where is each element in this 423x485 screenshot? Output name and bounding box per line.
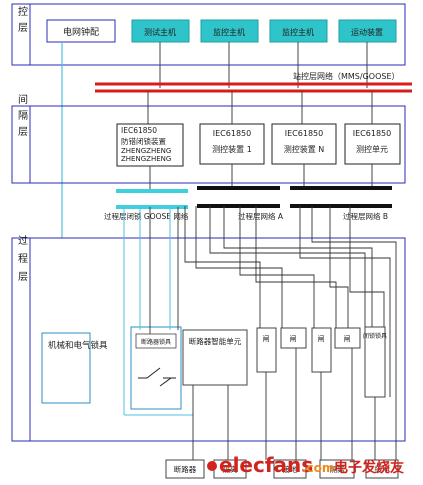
switch-unit-1	[256, 327, 277, 373]
field-devices: 断路器 隔离 接地 隔离 接地	[165, 459, 399, 479]
process-bus-b: 过程层网络 B	[290, 186, 392, 221]
station-device-3-label: 监控主机	[282, 27, 314, 37]
breaker-smart-unit-label: 断路器智能单元	[189, 336, 242, 346]
switch-unit-4-label: 闸	[344, 335, 351, 343]
mcn-line2: 测控装置 N	[284, 144, 325, 154]
lock-unit-label: 断路器锁具	[141, 338, 171, 346]
process-bus-a: 过程层网络 A	[197, 186, 284, 221]
interlock-line1: IEC61850	[121, 126, 157, 135]
field-wiring	[192, 348, 376, 460]
switch-unit-4	[334, 327, 361, 349]
mu-line1: IEC61850	[353, 129, 391, 138]
goose-wiring	[123, 207, 193, 416]
switch-unit-3	[311, 327, 332, 373]
field-device-4	[319, 459, 355, 479]
interlock-device	[116, 123, 184, 167]
station-downlinks	[159, 42, 368, 88]
watermark-cn: 电子发烧友	[334, 459, 404, 476]
station-layer-frame	[11, 3, 406, 66]
process-layer: 过程层 机械和电气锁具 断路器锁具 断路器智能单元 闸 闸 闸 闸 闭锁锁具	[11, 234, 406, 442]
interlock-small-label: 闭锁锁具	[363, 332, 387, 340]
mu-line2: 测控单元	[356, 144, 388, 154]
field-device-3	[273, 459, 307, 479]
clock-label: 电网钟配	[63, 26, 99, 38]
mc1-line1: IEC61850	[213, 129, 251, 138]
station-bus-label: 站控层网络（MMS/GOOSE）	[293, 71, 400, 81]
process-layer-frame	[11, 237, 406, 442]
field-breaker-label: 断路器	[174, 464, 197, 474]
switch-symbol	[138, 367, 176, 387]
bay-layer-frame	[11, 105, 406, 184]
breaker-smart-unit	[182, 329, 248, 386]
process-bus-b-label: 过程层网络 B	[343, 211, 388, 221]
interlock-line4: ZHENGZHENG	[121, 155, 171, 163]
station-device-1-label: 测试主机	[144, 27, 176, 37]
station-device-2-label: 监控主机	[213, 27, 245, 37]
switch-unit-1-label: 闸	[263, 335, 270, 343]
station-layer: 站控层 电网钟配 测试主机 监控主机 监控主机 运动装置	[11, 0, 406, 66]
mechanical-lock-box	[41, 332, 91, 404]
mechanical-lock-label: 机械和电气锁具	[48, 340, 108, 351]
goose-bus-label: 过程层闭锁 GOOSE 网络	[104, 211, 189, 221]
clock-box	[46, 19, 116, 43]
bus-a-wiring	[149, 206, 373, 334]
field-breaker	[165, 459, 205, 479]
goose-bus: 过程层闭锁 GOOSE 网络	[104, 189, 189, 221]
bay-to-process-links	[149, 164, 373, 190]
interlock-line2: 防错闭锁装置	[121, 136, 166, 146]
interlock-line3: ZHENGZHENG	[121, 147, 171, 155]
bay-layer-label: 间隔层	[16, 93, 28, 142]
switch-unit-2-label: 闸	[290, 335, 297, 343]
switch-unit-3-label: 闸	[318, 335, 325, 343]
switch-unit-2	[280, 327, 307, 349]
process-bus-a-label: 过程层网络 A	[238, 211, 284, 221]
watermark-dotcom: .com	[302, 461, 334, 475]
watermark-logo-icon	[207, 461, 217, 471]
mc1-line2: 测控装置 1	[212, 144, 252, 154]
station-device-4-label: 运动装置	[351, 27, 383, 37]
watermark-latin: elecfans	[219, 453, 313, 477]
station-bus: 站控层网络（MMS/GOOSE）	[95, 71, 412, 93]
measure-control-1	[199, 123, 265, 165]
field-device-3-label: 接地	[283, 464, 298, 474]
bus-to-bay-links	[147, 91, 373, 124]
elecfans-watermark: elecfans .com 电子发烧友	[207, 453, 404, 477]
station-layer-label: 站控层	[16, 0, 28, 38]
measure-control-n	[271, 123, 337, 165]
bay-layer: 间隔层 IEC61850 防错闭锁装置 ZHENGZHENG ZHENGZHEN…	[11, 93, 406, 184]
field-device-4-label: 隔离	[330, 464, 345, 474]
mcn-line1: IEC61850	[285, 129, 323, 138]
measure-unit	[344, 123, 401, 165]
bus-b-wiring	[299, 206, 397, 460]
field-device-2-label: 隔离	[223, 464, 238, 474]
process-layer-label: 过程层	[16, 234, 28, 289]
field-device-5-label: 接地	[375, 464, 390, 474]
lock-unit-box	[135, 333, 177, 349]
field-device-5	[365, 459, 399, 479]
